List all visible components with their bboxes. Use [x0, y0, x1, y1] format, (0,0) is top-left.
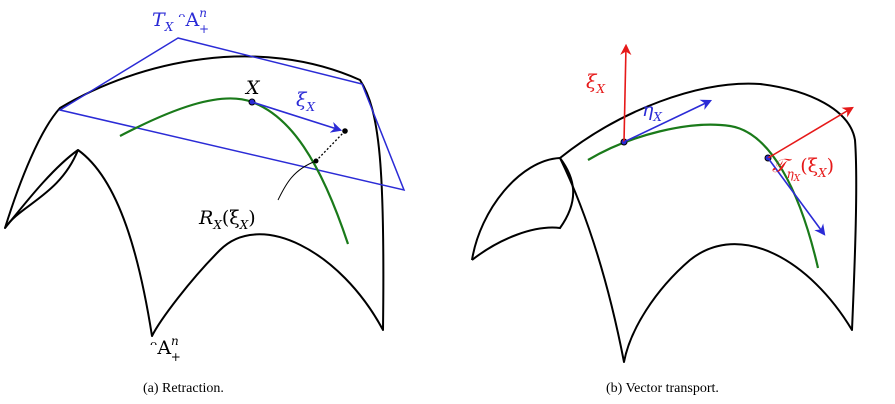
xi-vector-a — [251, 101, 343, 133]
manifold-surface-a — [4, 55, 385, 337]
caption-a: (a) Retraction. — [143, 381, 224, 396]
manifold-label-a: ᵔAn+ — [150, 334, 181, 364]
geodesic-curve-b — [587, 123, 820, 269]
eta-label: ηX — [642, 99, 662, 124]
manifold-arch-a — [4, 149, 79, 229]
transported-vector — [767, 106, 854, 159]
xi-vector-b — [620, 43, 632, 143]
xi-label-a: ξX — [296, 89, 315, 114]
tangent-plane — [58, 37, 406, 192]
retraction-dotted-line — [315, 130, 346, 162]
eta-vector — [623, 99, 713, 143]
xi-label-b: ξX — [586, 71, 605, 96]
retraction-label: RX(ξX) — [198, 207, 256, 232]
manifold-surface-b — [559, 82, 858, 363]
manifold-arch-b — [471, 157, 561, 261]
retraction-leader — [277, 160, 317, 201]
manifold-arch-b2 — [471, 157, 575, 261]
point-x-label: X — [244, 77, 261, 99]
panel-b: ξX ηX 𝒯ηX(ξX) (b) Vector transport. — [471, 43, 858, 396]
tangent-vector-b — [767, 157, 826, 236]
caption-b: (b) Vector transport. — [606, 381, 719, 396]
transport-label: 𝒯ηX(ξX) — [772, 155, 834, 184]
